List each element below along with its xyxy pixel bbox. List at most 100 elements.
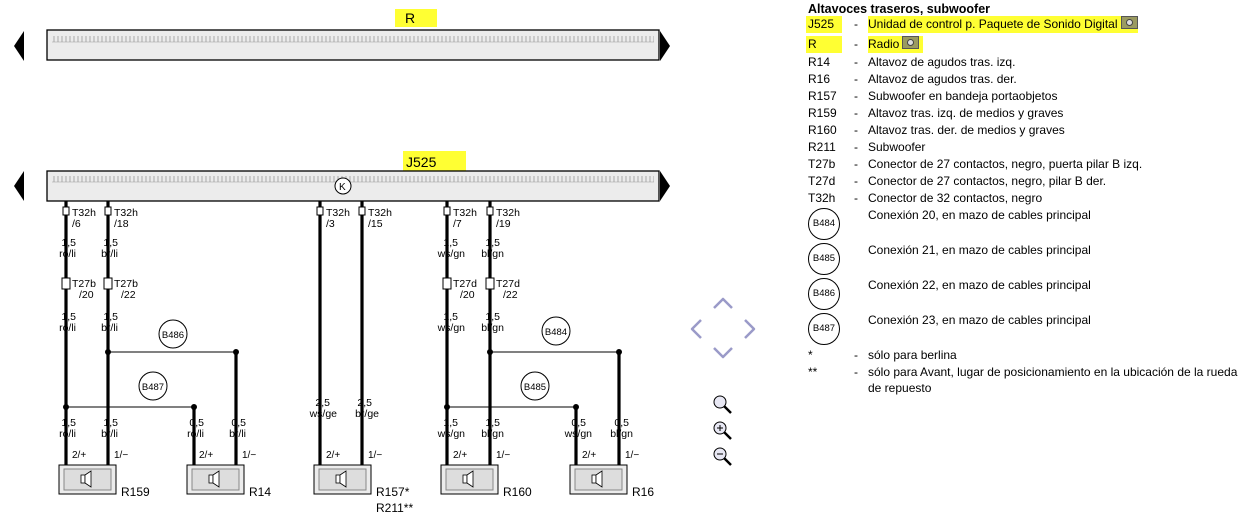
- zoom-out-icon[interactable]: [713, 447, 732, 466]
- note-mark: *: [808, 348, 813, 362]
- pan-left-icon[interactable]: [690, 319, 702, 339]
- pin-label: T32h: [496, 207, 520, 219]
- wire-size: 1,5: [103, 311, 118, 323]
- wire-group: [64, 201, 621, 466]
- scroll-left-arrow[interactable]: [14, 171, 24, 201]
- pin-number: /7: [453, 218, 462, 230]
- pin-number: /18: [114, 218, 129, 230]
- wire-color: br/li: [101, 322, 118, 334]
- radio-unit: [46, 29, 660, 61]
- legend-dash: -: [854, 348, 858, 362]
- junction-label: B484: [545, 327, 567, 338]
- pin-negative: 1/−: [368, 450, 382, 461]
- control-unit-j525: [46, 170, 660, 202]
- wire-color: bl/gn: [481, 248, 504, 260]
- wire-color: ws/gn: [437, 322, 466, 334]
- legend-title: Altavoces traseros, subwoofer: [808, 2, 991, 16]
- legend-code: R157: [808, 89, 837, 103]
- pin-negative: 1/−: [625, 450, 639, 461]
- legend-code: T27b: [808, 157, 836, 171]
- legend-code: R16: [808, 72, 831, 86]
- scroll-left-arrow[interactable]: [14, 31, 24, 61]
- wire-color: ro/li: [187, 428, 204, 440]
- wire-size: 1,5: [443, 417, 458, 429]
- wire-size: 0,5: [231, 417, 246, 429]
- pin-positive: 2/+: [453, 450, 467, 461]
- camera-icon[interactable]: [1120, 16, 1138, 29]
- scroll-right-arrow[interactable]: [660, 31, 670, 61]
- speaker-label: R157*: [376, 485, 410, 499]
- pin-label: T32h: [114, 207, 138, 219]
- legend-code: T32h: [808, 191, 836, 205]
- wire-size: 1,5: [485, 311, 500, 323]
- legend-desc-text: Unidad de control p. Paquete de Sonido D…: [868, 17, 1118, 31]
- connector-number: /22: [121, 289, 136, 301]
- pin-label: T32h: [453, 207, 477, 219]
- speaker-label: R14: [249, 485, 271, 499]
- wire-size: 0,5: [189, 417, 204, 429]
- legend-desc: Altavoz de agudos tras. izq.: [868, 55, 1016, 69]
- legend-desc: Subwoofer en bandeja portaobjetos: [868, 89, 1058, 103]
- legend-code: R: [806, 36, 842, 53]
- wiring-diagram: R J525 K T32h: [14, 9, 756, 515]
- zoom-in-icon[interactable]: [713, 421, 732, 440]
- legend-row-j525: J525 - Unidad de control p. Paquete de S…: [806, 16, 1158, 33]
- legend-dash: -: [854, 157, 858, 171]
- legend-dash: -: [854, 191, 858, 205]
- connector-number: /20: [79, 289, 94, 301]
- speaker-label: R160: [503, 485, 532, 499]
- wire-size: 0,5: [614, 417, 629, 429]
- wire-color: bl/gn: [610, 428, 633, 440]
- note-text: sólo para berlina: [868, 348, 957, 362]
- wire-size: 0,5: [571, 417, 586, 429]
- pan-right-icon[interactable]: [744, 319, 756, 339]
- legend-dash: -: [854, 174, 858, 188]
- pan-up-icon[interactable]: [713, 297, 733, 309]
- wire-size: 2,5: [357, 397, 372, 409]
- pin-positive: 2/+: [199, 450, 213, 461]
- wire-color: ro/li: [59, 322, 76, 334]
- wire-size: 1,5: [61, 311, 76, 323]
- legend-desc: Altavoz de agudos tras. der.: [868, 72, 1017, 86]
- wire-color: ws/gn: [564, 428, 593, 440]
- legend-desc: Unidad de control p. Paquete de Sonido D…: [868, 16, 1138, 33]
- wire-size: 1,5: [443, 311, 458, 323]
- legend-desc: Radio: [868, 36, 924, 53]
- speaker-label: R159: [121, 485, 150, 499]
- zoom-icon[interactable]: [713, 395, 732, 414]
- legend-dash: -: [854, 72, 858, 86]
- legend-desc: Conexión 22, en mazo de cables principal: [868, 278, 1091, 292]
- scroll-right-arrow[interactable]: [660, 171, 670, 201]
- junction-label: B486: [162, 330, 184, 341]
- junction-circle: B486: [808, 278, 840, 310]
- wire-color: ws/ge: [309, 408, 338, 420]
- junction-circle: B484: [808, 208, 840, 240]
- wire-color: br/li: [101, 428, 118, 440]
- legend-dash: -: [854, 89, 858, 103]
- legend-code: R159: [808, 106, 837, 120]
- pin-negative: 1/−: [114, 450, 128, 461]
- junction-label: B485: [524, 382, 546, 393]
- wire-color: br/li: [101, 248, 118, 260]
- pin-number: /19: [496, 218, 511, 230]
- wire-color: bl/gn: [481, 322, 504, 334]
- connector-label: T27b: [72, 278, 96, 290]
- legend-dash: -: [854, 106, 858, 120]
- svg-text:K: K: [339, 182, 346, 193]
- junction-circle: B487: [808, 313, 840, 345]
- pin-positive: 2/+: [582, 450, 596, 461]
- legend-dash: -: [854, 55, 858, 69]
- legend-desc: Conexión 21, en mazo de cables principal: [868, 243, 1091, 257]
- legend-desc: Altavoz tras. der. de medios y graves: [868, 123, 1065, 137]
- pan-down-icon[interactable]: [713, 347, 733, 359]
- legend-desc: Conector de 27 contactos, negro, pilar B…: [868, 174, 1107, 188]
- wire-size: 1,5: [61, 417, 76, 429]
- pin-negative: 1/−: [496, 450, 510, 461]
- camera-icon[interactable]: [902, 36, 920, 49]
- pin-positive: 2/+: [72, 450, 86, 461]
- legend-code: T27d: [808, 174, 836, 188]
- wire-size: 1,5: [485, 417, 500, 429]
- legend-desc: Conexión 23, en mazo de cables principal: [868, 313, 1091, 327]
- wire-color: ro/li: [59, 428, 76, 440]
- wire-color: br/ge: [355, 408, 379, 420]
